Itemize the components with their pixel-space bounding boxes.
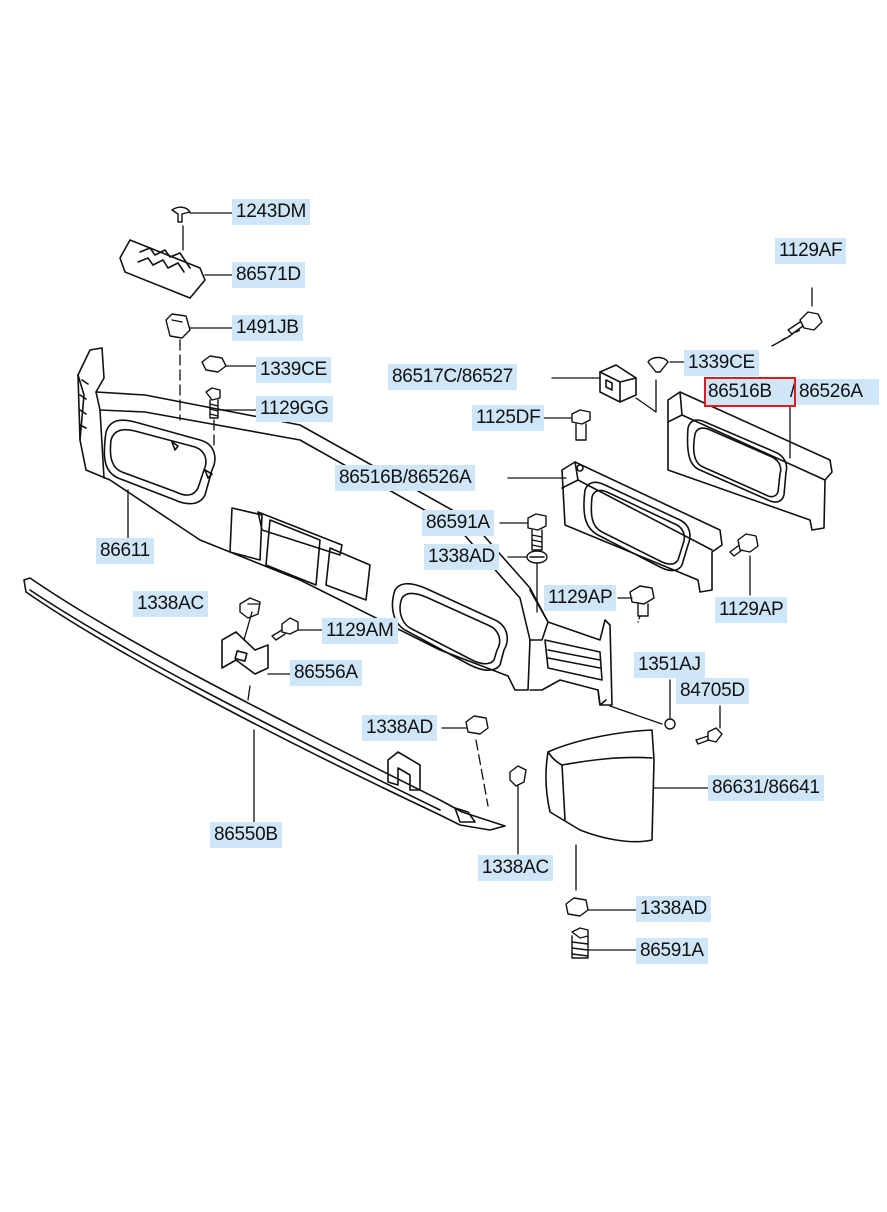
callout-1339ce-right[interactable]: 1339CE: [684, 350, 759, 376]
highlight-86516b: [704, 377, 796, 407]
corner-piece-86631: [545, 729, 655, 843]
callout-86550b[interactable]: 86550B: [210, 822, 282, 848]
callout-1243dm[interactable]: 1243DM: [232, 199, 311, 225]
callout-1125df[interactable]: 1125DF: [472, 405, 545, 431]
cover-86571d: [119, 239, 206, 299]
callout-1338ad-lower[interactable]: 1338AD: [636, 896, 711, 922]
callout-86526a-right-sep: /: [788, 379, 795, 405]
callout-1491jb[interactable]: 1491JB: [232, 315, 303, 341]
callout-1339ce-left[interactable]: 1339CE: [256, 357, 331, 383]
callout-86516b-86526a-middle[interactable]: 86516B/86526A: [335, 465, 476, 491]
callout-86517c-86527[interactable]: 86517C/86527: [388, 364, 518, 390]
side-bracket-86516b-right: [667, 391, 833, 531]
callout-1338ac-left[interactable]: 1338AC: [133, 591, 208, 617]
callout-1338ac-lower[interactable]: 1338AC: [478, 855, 553, 881]
leader-lines: [127, 212, 813, 951]
callout-1129ap-right[interactable]: 1129AP: [715, 597, 788, 623]
callout-86526a-right[interactable]: 86526A: [795, 379, 879, 405]
callout-1129ap-middle[interactable]: 1129AP: [544, 585, 617, 611]
lower-strip-86550b: [23, 577, 506, 831]
callout-1338ad-middle[interactable]: 1338AD: [362, 715, 437, 741]
callout-86556a[interactable]: 86556A: [290, 660, 362, 686]
callout-86591a-lower[interactable]: 86591A: [636, 938, 708, 964]
callout-86591a-upper[interactable]: 86591A: [422, 510, 494, 536]
callout-1338ad-upper[interactable]: 1338AD: [424, 544, 499, 570]
callout-1129am[interactable]: 1129AM: [322, 618, 398, 644]
callout-1129gg[interactable]: 1129GG: [256, 396, 333, 422]
callout-1351aj[interactable]: 1351AJ: [634, 652, 705, 678]
callout-86516b-right[interactable]: 86516B: [704, 379, 795, 405]
callout-86571d[interactable]: 86571D: [232, 262, 305, 288]
callout-84705d[interactable]: 84705D: [676, 678, 749, 704]
bracket-86556a: [221, 631, 269, 675]
callout-86611[interactable]: 86611: [96, 538, 154, 564]
callout-86631-86641[interactable]: 86631/86641: [708, 775, 824, 801]
clip-bracket-86517c: [599, 364, 637, 403]
bumper-reinforcement-86611: [77, 347, 613, 706]
callout-1129af[interactable]: 1129AF: [775, 238, 847, 264]
side-bracket-86516b-middle: [561, 461, 723, 593]
